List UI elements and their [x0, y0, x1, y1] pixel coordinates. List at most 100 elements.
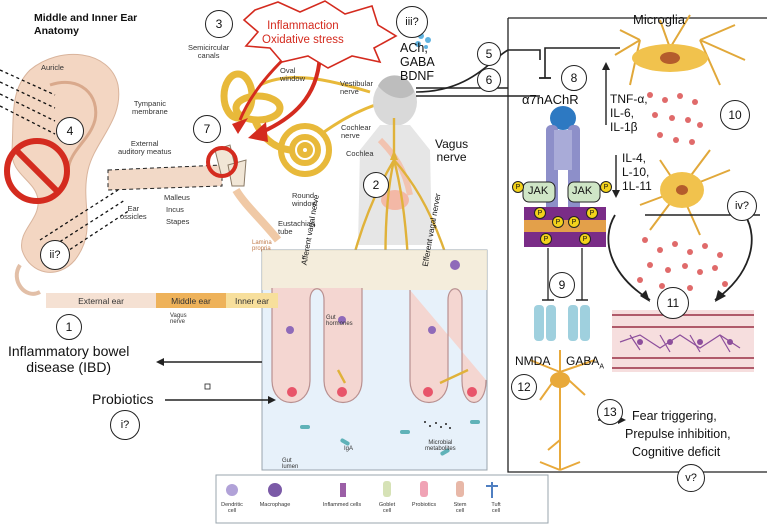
label-oval-window: Oval window: [280, 66, 306, 83]
marker-7: 7: [193, 115, 221, 143]
inflammation-text: Inflammaction Oxidative stress: [262, 20, 344, 46]
legend-macrophage: Macrophage: [259, 502, 291, 508]
label-ear-ossicles: Ear ossicles: [120, 204, 147, 221]
vestibular-nerve-line: [259, 75, 371, 94]
microbes: [300, 420, 480, 456]
marker-9: 9: [549, 272, 575, 298]
cytokines-anti-label: IL-4, L-10, 1L-11: [622, 151, 652, 193]
marker-i: i?: [110, 410, 140, 440]
ossicle-highlight: [206, 146, 238, 178]
cytokine-dots: [637, 92, 728, 291]
legend-tuft: Tuft cell: [491, 502, 501, 515]
body-silhouette: [358, 75, 432, 245]
marker-11: 11: [657, 287, 689, 319]
gaba-subscript: A: [599, 363, 605, 371]
vagus-nerve-label: Vagus nerve: [435, 137, 469, 165]
marker-4: 4: [56, 117, 84, 145]
label-incus: Incus: [166, 205, 184, 214]
phospho-7: P: [540, 233, 552, 245]
phospho-1: P: [512, 181, 524, 193]
marker-1: 1: [56, 314, 82, 340]
microglia-cell-2: [639, 149, 731, 236]
marker-5: 5: [477, 42, 501, 66]
jak-left-label: JAK: [528, 185, 549, 197]
immune-cells: [286, 260, 460, 334]
label-semicircular: Semicircular canals: [188, 43, 230, 60]
label-stapes: Stapes: [166, 217, 190, 226]
inflammation-burst: [242, 0, 398, 69]
label-vagus-small: Vagus nerve: [170, 313, 187, 325]
label-lamina: Lamina propria: [252, 240, 272, 252]
jak-right-label: JAK: [572, 185, 593, 197]
neuron: [529, 350, 596, 471]
band-inner-ear: Inner ear: [226, 293, 278, 308]
legend-box: [215, 474, 549, 524]
phospho-5: P: [568, 216, 580, 228]
band-external-ear: External ear: [46, 293, 156, 308]
label-cochlear-nerve: Cochlear nerve: [341, 123, 372, 140]
marker-2: 2: [363, 172, 389, 198]
probiotics-label: Probiotics: [92, 391, 154, 407]
legend-icons: [226, 481, 498, 498]
marker-8: 8: [561, 65, 587, 91]
legend-goblet: Goblet cell: [378, 502, 396, 515]
sound-waves: [0, 69, 131, 257]
marker-6: 6: [477, 68, 501, 92]
neurotransmitter-text: ACh, GABA BDNF: [400, 41, 435, 83]
phospho-4: P: [552, 216, 564, 228]
auricle-fold: [49, 80, 98, 171]
gut-lumen-label: Gut lumen: [282, 458, 299, 470]
cochlear-nerve-line: [319, 102, 379, 137]
astrocyte-network: [619, 334, 741, 353]
cochlea-shape: [278, 123, 332, 177]
ibd-label: Inflammatory bowel disease (IBD): [8, 343, 130, 376]
legend-stem: Stem cell: [453, 502, 467, 515]
gaba-text: GABA: [566, 354, 600, 368]
outcome-fear: Fear triggering,: [632, 409, 717, 423]
marker-10: 10: [720, 100, 750, 130]
jak-left-box: [522, 181, 556, 203]
gut-hormones-label: Gut hormones: [326, 315, 353, 327]
label-malleus: Malleus: [164, 193, 190, 202]
label-external-meatus: External auditory meatus: [118, 139, 172, 156]
label-tympanic: Tympanic membrane: [132, 99, 168, 116]
ion-channels: [534, 305, 590, 341]
nmda-label: NMDA: [515, 354, 551, 368]
phospho-2: P: [600, 181, 612, 193]
microglia-label: Microglia: [633, 12, 686, 27]
band-middle-ear: Middle ear: [156, 293, 226, 308]
marker-12: 12: [511, 374, 537, 400]
metabolite-dots: [424, 421, 451, 429]
legend-probiotics: Probiotics: [411, 502, 437, 508]
marker-3: 3: [205, 10, 233, 38]
ear-lobe: [14, 263, 41, 296]
auditory-meatus: [107, 164, 223, 191]
eustachian-tube: [232, 187, 282, 243]
marker-ii: ii?: [40, 240, 70, 270]
label-auricle: Auricle: [41, 63, 64, 72]
iga-label: IgA: [344, 446, 354, 452]
page-title: Middle and Inner Ear Anatomy: [34, 12, 138, 38]
label-cochlea: Cochlea: [346, 149, 374, 158]
gaba-label: GABAA: [566, 355, 604, 370]
probiotic-dots: [287, 387, 477, 397]
marker-iii: iii?: [396, 6, 428, 38]
marker-v: v?: [677, 464, 705, 492]
cytokines-pro-label: TNF-α, IL-6, IL-1β: [610, 92, 648, 134]
label-eustachian: Eustachian tube: [278, 219, 316, 236]
outcome-prepulse: Prepulse inhibition,: [625, 427, 731, 441]
marker-13: 13: [597, 399, 623, 425]
receptor-label: α7nAChR: [522, 92, 579, 107]
prohibition-icon: [4, 138, 70, 204]
phospho-3: P: [534, 207, 546, 219]
outcome-cognitive: Cognitive deficit: [632, 445, 721, 459]
label-round-window: Round window: [292, 191, 318, 208]
marker-iv: iv?: [727, 191, 757, 221]
phospho-8: P: [579, 233, 591, 245]
phospho-6: P: [586, 207, 598, 219]
legend-dendritic: Dendritic cell: [221, 502, 243, 515]
label-vestibular-nerve: Vestibular nerve: [340, 79, 373, 96]
jak-right-box: [567, 181, 601, 203]
legend-inflammed: Inflammed cells: [322, 502, 362, 508]
